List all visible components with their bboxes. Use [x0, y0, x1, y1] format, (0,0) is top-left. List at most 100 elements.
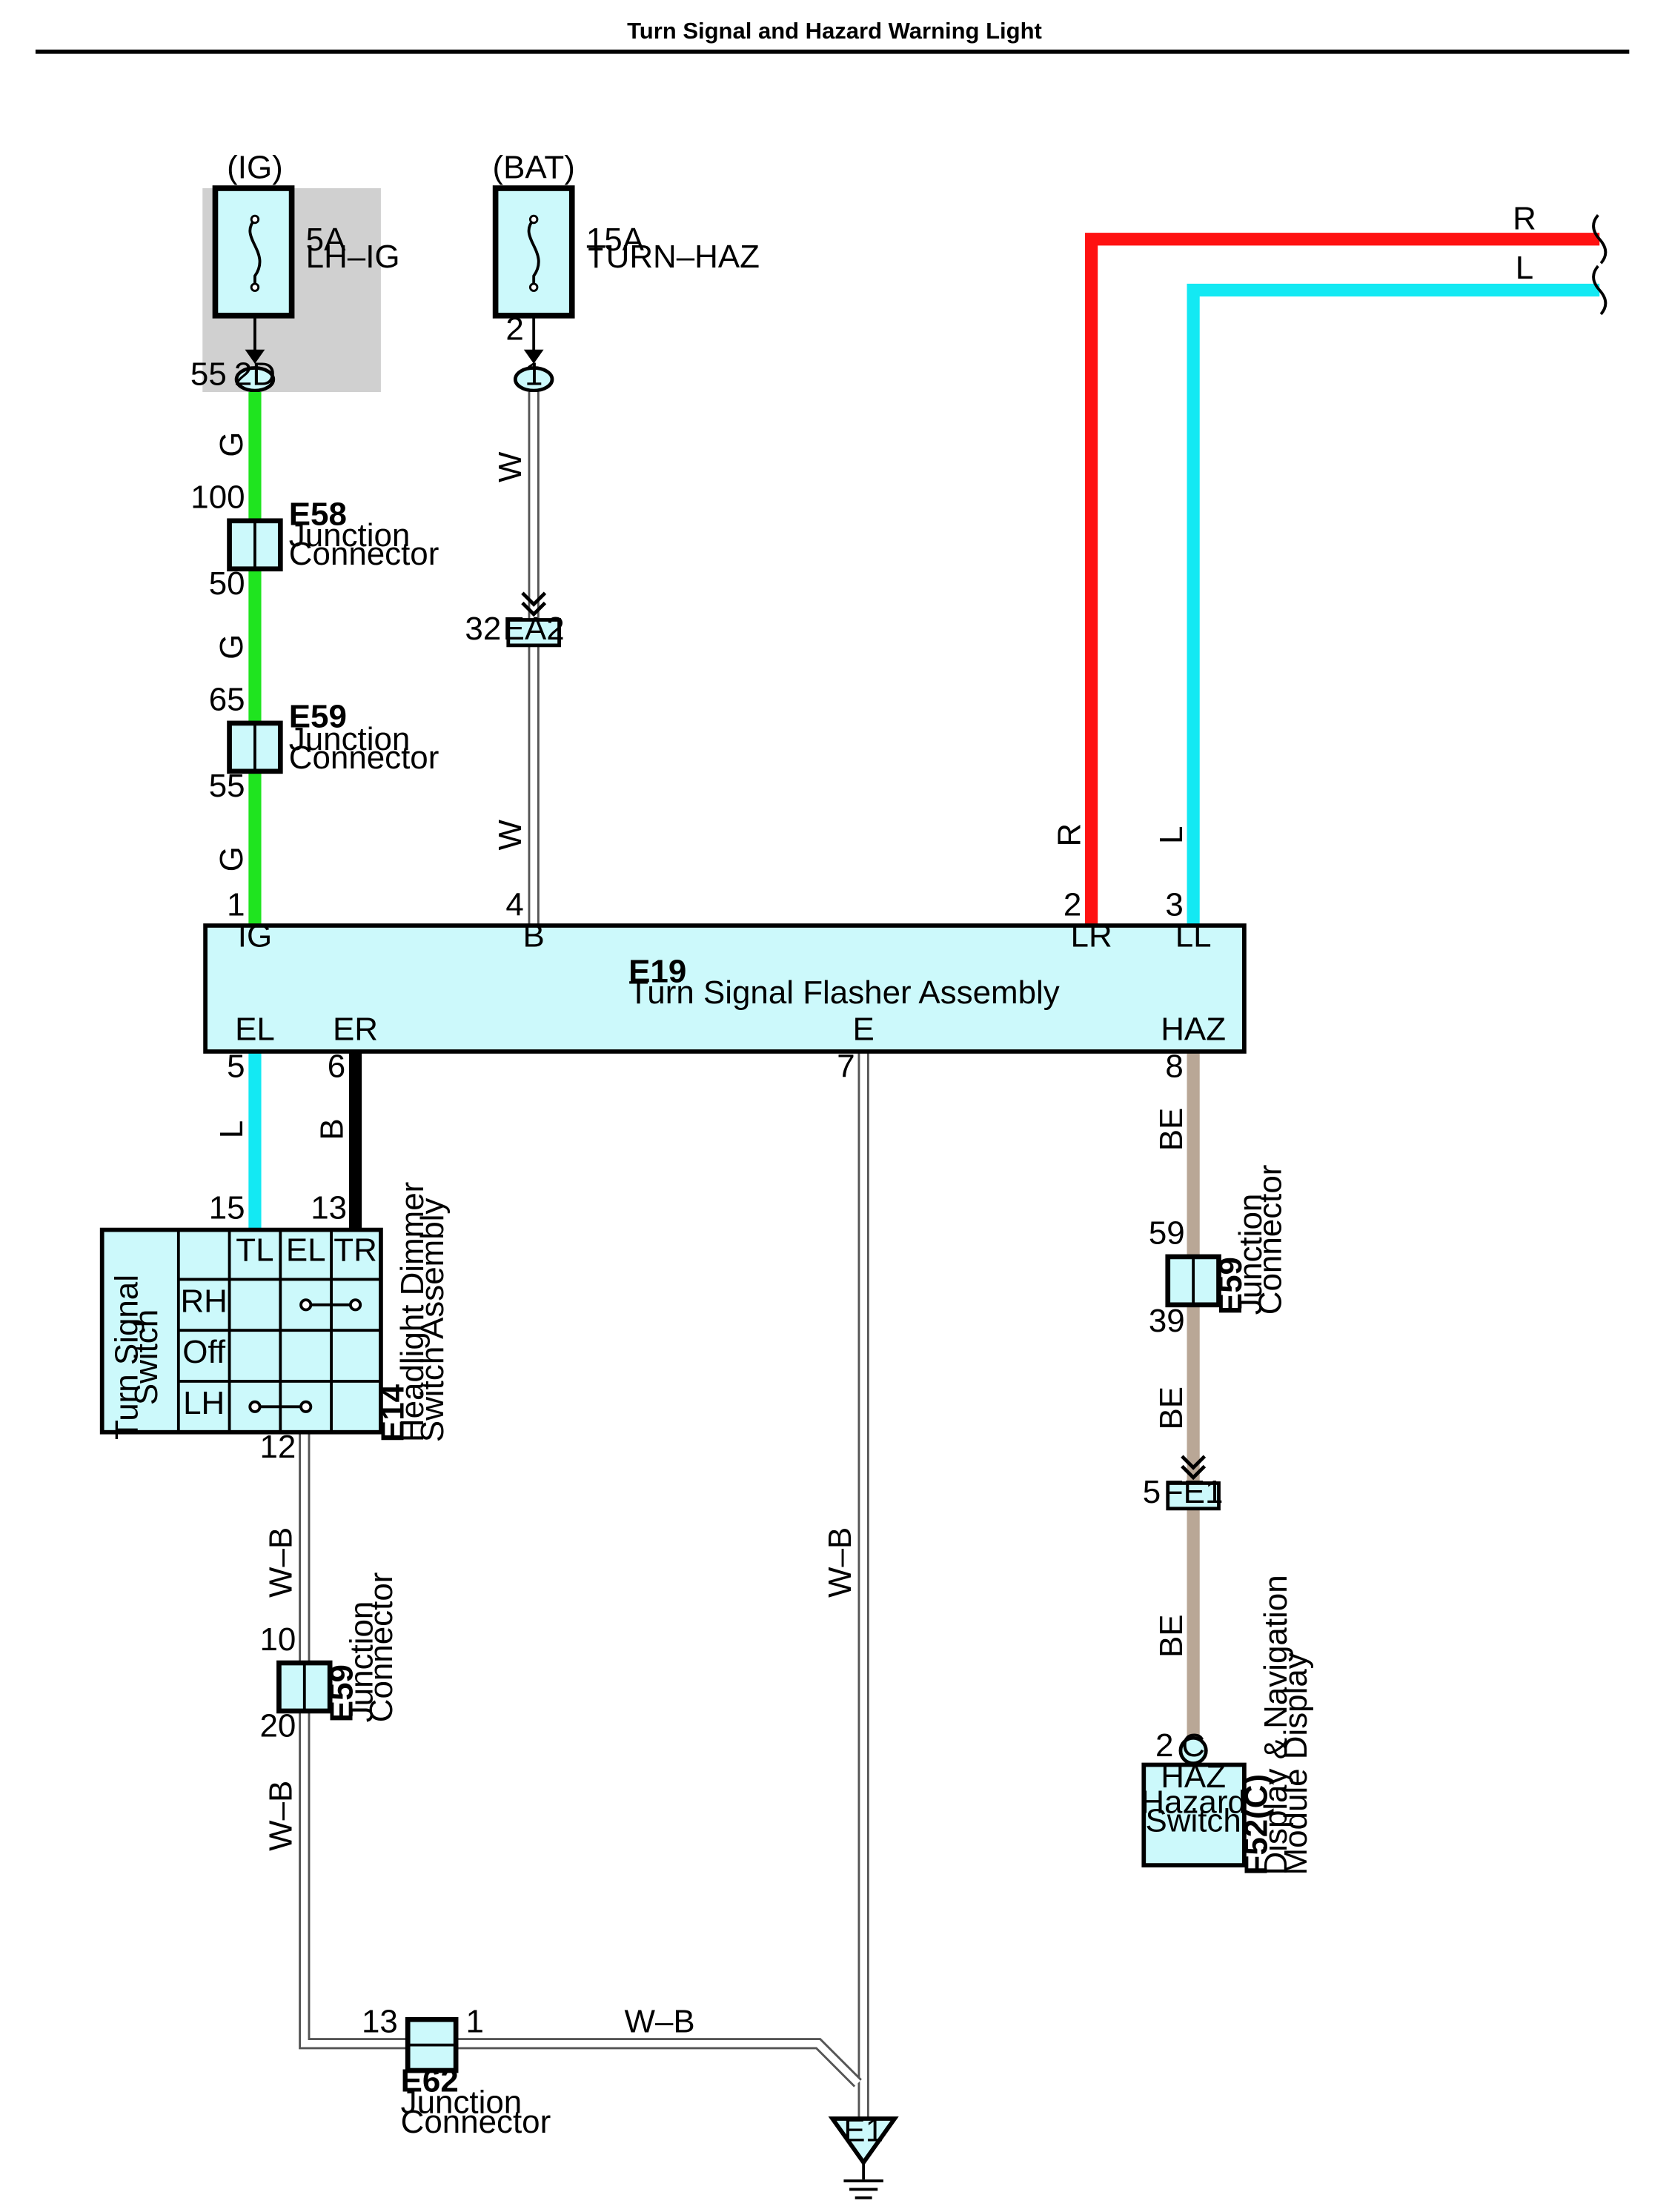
inline-box: [506, 618, 561, 648]
junction-line1: Junction: [289, 517, 411, 554]
pin-number: 12: [259, 1429, 296, 1465]
ground-triangle: [828, 2116, 899, 2167]
junction-code: E62: [401, 2063, 459, 2099]
switch-col-tr: TR: [334, 1232, 377, 1269]
turn-signal-switch: 15 13 Turn Signal Switch TL EL TR RH Off…: [99, 1182, 451, 1465]
junction-line2: Connector: [363, 1572, 399, 1723]
junction-pin-in: 65: [209, 682, 245, 718]
terminal-ig: IG: [238, 918, 272, 954]
wire-label: B: [313, 1118, 350, 1140]
pin-number: 6: [328, 1048, 345, 1084]
junction-pin-in: 59: [1149, 1215, 1185, 1252]
haz-connector: C: [1181, 1727, 1205, 1764]
inline-fe1: FE1 5: [1143, 1455, 1224, 1511]
inline-ea2: EA2 32: [465, 591, 565, 648]
inline-pin: 5: [1143, 1474, 1161, 1510]
switch-col-tl: TL: [236, 1232, 273, 1269]
junction-e59-left: 10 20 E59 Junction Connector: [259, 1572, 399, 1744]
ground-code: E1: [843, 2113, 883, 2149]
connector-oval: [513, 366, 554, 393]
fuse-bat-box: [492, 185, 575, 319]
pin-number: 13: [311, 1189, 347, 1226]
junction-pin-in: 13: [362, 2003, 398, 2039]
inline-code: FE1: [1164, 1474, 1224, 1510]
fuse-ig-box: [212, 185, 295, 319]
wire-label: W–B: [263, 1527, 299, 1598]
switch-row-lh: LH: [183, 1385, 225, 1421]
pin-number: 5: [227, 1048, 245, 1084]
junction-line1: Junction: [401, 2084, 522, 2120]
junction-line1: Junction: [343, 1601, 379, 1723]
haz-code: F52(C): [1238, 1774, 1274, 1876]
junction-code: E58: [289, 496, 347, 533]
junction-pin-out: 55: [209, 768, 245, 804]
pin-number: 2: [1155, 1727, 1173, 1764]
inline-pin: 32: [465, 611, 501, 647]
terminal-el: EL: [235, 1012, 275, 1048]
switch-row-rh: RH: [180, 1283, 227, 1319]
terminal-e: E: [853, 1012, 875, 1048]
terminal-er: ER: [333, 1012, 378, 1048]
pin-number: 3: [1165, 887, 1183, 923]
junction-line1: Junction: [289, 721, 411, 757]
fuse-ig: (IG) 5A LH–IG 55 2D: [190, 150, 400, 393]
junction-code: E59: [324, 1664, 360, 1722]
wire-wb-switch: [299, 1433, 862, 2088]
wire-label: R: [1051, 823, 1087, 847]
fuse-ig-pin: 55: [190, 356, 227, 392]
junction-code: E59: [1212, 1257, 1249, 1315]
terminal-ll: LL: [1175, 918, 1212, 954]
fuse-bat-rating: 15A: [586, 222, 645, 258]
junction-pin-out: 20: [259, 1707, 296, 1744]
wire-r: [1085, 233, 1600, 925]
hazard-switch: 2 C HAZ Hazard Switch F52(C) Display & N…: [1141, 1575, 1314, 1875]
switch-code: E14: [374, 1384, 411, 1442]
pin-number: 7: [837, 1048, 855, 1084]
chevron-down-icon: [1181, 1455, 1207, 1481]
pin-number: 1: [227, 887, 245, 923]
junction-line1: Junction: [1232, 1194, 1269, 1315]
fuse-ig-name: LH–IG: [306, 239, 400, 275]
inline-box: [1166, 1481, 1221, 1511]
junction-line2: Connector: [401, 2104, 551, 2140]
ground-e1: E1: [828, 2113, 899, 2199]
junction-line2: Connector: [289, 536, 439, 572]
fuse-bat-source: (BAT): [492, 150, 574, 186]
fuse-element-icon: [527, 218, 540, 288]
flasher-assembly: E19 Turn Signal Flasher Assembly IG B LR…: [203, 887, 1247, 1084]
haz-box: [1141, 1762, 1247, 1867]
flasher-name: Turn Signal Flasher Assembly: [628, 974, 1060, 1011]
switch-name: Headlight Dimmer: [394, 1182, 431, 1442]
fuse-bat-name: TURN–HAZ: [586, 239, 760, 275]
contact-rh-icon: [299, 1298, 362, 1312]
arrow-down-icon: [523, 349, 544, 364]
wire-label: G: [213, 846, 250, 871]
wire-label: BE: [1153, 1614, 1189, 1658]
pin-number: 15: [209, 1189, 245, 1226]
junction-pin-in: 10: [259, 1621, 296, 1658]
switch-row-off: Off: [182, 1334, 226, 1370]
wire-label: W: [492, 451, 528, 482]
wire-l: [1187, 283, 1600, 925]
pin-number: 2: [1064, 887, 1081, 923]
junction-line2: Connector: [1252, 1165, 1289, 1315]
terminal-b: B: [523, 918, 545, 954]
fuse-bat: (BAT) 15A TURN–HAZ 2 1: [492, 150, 760, 393]
wire-label: G: [213, 432, 250, 457]
junction-line2: Connector: [289, 740, 439, 776]
wire-label: W–B: [822, 1527, 858, 1598]
junction-e58: 100 50 E58 Junction Connector: [190, 479, 439, 602]
fuse-terminal: [528, 282, 539, 292]
inline-code: EA2: [503, 611, 565, 647]
wire-label: L: [1516, 250, 1533, 286]
wire-label: W–B: [263, 1781, 299, 1851]
junction-pin-out: 1: [466, 2003, 484, 2039]
wire-label: L: [1153, 826, 1189, 844]
junction-pin-out: 50: [209, 565, 245, 602]
wire-label: L: [213, 1120, 250, 1138]
fuse-bat-connector: 1: [525, 356, 542, 392]
junction-pin-out: 39: [1149, 1303, 1185, 1339]
flasher-box: [203, 923, 1247, 1054]
junction-e62: 13 1 E62 Junction Connector: [362, 2003, 551, 2140]
